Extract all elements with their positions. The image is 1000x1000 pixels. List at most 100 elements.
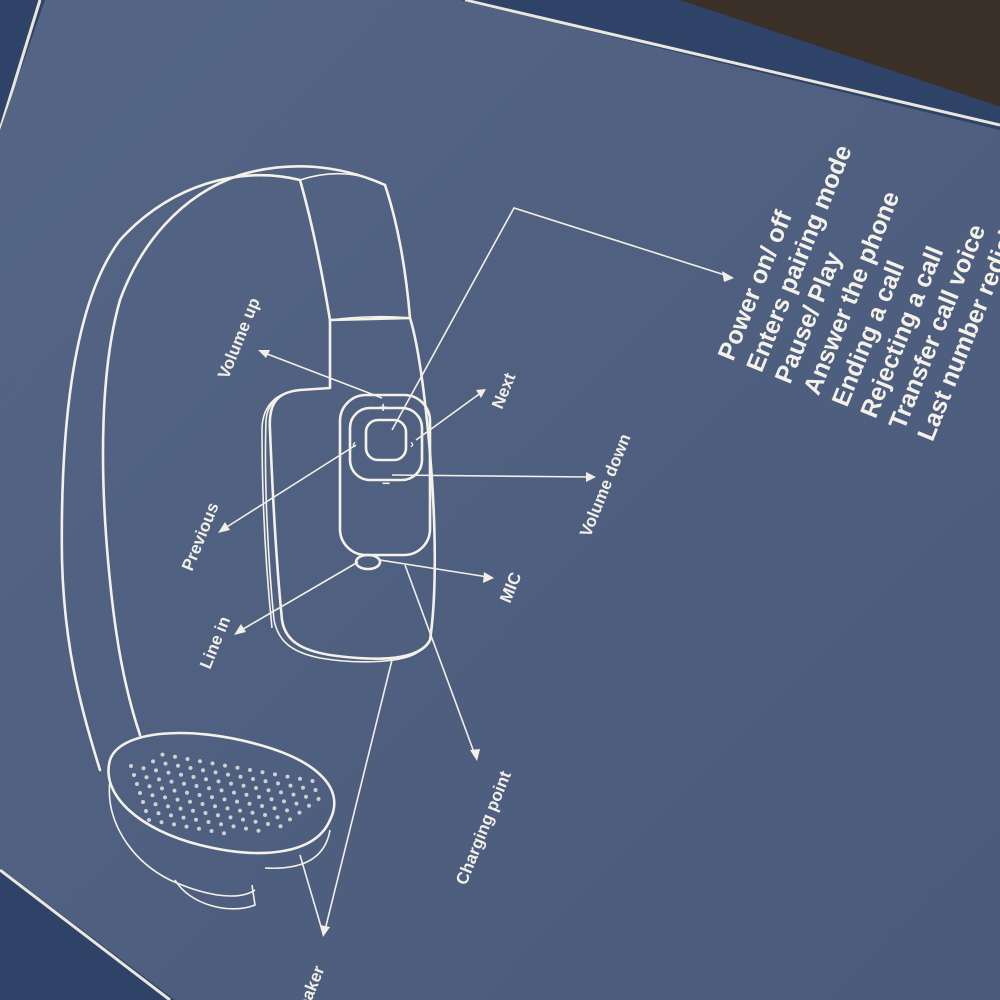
speaker-dot bbox=[301, 785, 305, 790]
speaker-dot bbox=[141, 800, 145, 804]
speaker-dot bbox=[213, 770, 218, 775]
ear-cushion-stem bbox=[174, 879, 256, 910]
speaker-dot bbox=[250, 810, 255, 815]
speaker-dot bbox=[219, 788, 224, 793]
speaker-dot bbox=[307, 803, 311, 808]
speaker-dot bbox=[275, 815, 280, 820]
line-in-port bbox=[354, 553, 382, 571]
minus-icon: − bbox=[382, 475, 390, 491]
speaker-dot bbox=[288, 817, 292, 822]
speaker-dot bbox=[175, 797, 180, 802]
speaker-dot bbox=[263, 813, 267, 817]
speaker-dot bbox=[185, 757, 190, 761]
label-previous: Previous bbox=[178, 500, 223, 574]
speaker-dot bbox=[313, 788, 318, 792]
speaker-dot bbox=[204, 777, 208, 782]
speaker-dot bbox=[304, 794, 308, 799]
speaker-dot bbox=[222, 831, 226, 836]
speaker-dot bbox=[310, 779, 315, 783]
speaker-dot bbox=[185, 790, 189, 795]
speaker-dot bbox=[235, 799, 239, 804]
speaker-dot bbox=[260, 804, 264, 808]
multifunction-button-center[interactable] bbox=[364, 418, 408, 462]
speaker-dot bbox=[191, 808, 195, 813]
speaker-dot bbox=[225, 806, 230, 811]
speaker-dot bbox=[135, 782, 139, 786]
speaker-dot bbox=[216, 779, 221, 784]
speaker-dot bbox=[179, 772, 183, 777]
speaker-dot bbox=[291, 792, 296, 797]
speaker-dot bbox=[160, 786, 164, 791]
speaker-dot bbox=[288, 783, 293, 788]
speaker-dot bbox=[297, 810, 302, 815]
speaker-dot bbox=[203, 811, 208, 815]
speaker-dot bbox=[257, 795, 261, 799]
speaker-dot bbox=[251, 777, 255, 781]
headband-outer bbox=[60, 173, 332, 772]
speaker-dot bbox=[173, 754, 177, 759]
speaker-dot bbox=[273, 772, 277, 777]
speaker-dot bbox=[219, 822, 223, 827]
label-speaker: Speaker bbox=[286, 963, 329, 1000]
speaker-dot bbox=[216, 813, 220, 818]
speaker-dot bbox=[138, 791, 142, 795]
speaker-dot bbox=[269, 797, 274, 802]
speaker-dot bbox=[159, 820, 164, 825]
speaker-dot bbox=[285, 774, 290, 779]
speaker-dot bbox=[272, 806, 277, 811]
speaker-dot bbox=[213, 804, 217, 809]
speaker-dot bbox=[238, 774, 243, 779]
speaker-dot bbox=[222, 797, 227, 802]
previous-arrow-icon: ‹ bbox=[352, 437, 356, 451]
speaker-dot bbox=[194, 784, 199, 788]
speaker-dot bbox=[154, 768, 158, 773]
speaker-dot bbox=[263, 779, 268, 784]
speaker-dot bbox=[294, 801, 299, 806]
page-edge-line-bottom bbox=[0, 868, 171, 1000]
speaker-dot bbox=[197, 793, 202, 797]
speaker-dot bbox=[166, 804, 170, 809]
speaker-dot bbox=[278, 824, 283, 829]
speaker-dot bbox=[276, 781, 280, 786]
speaker-dot bbox=[160, 752, 165, 757]
speaker-dot bbox=[231, 824, 236, 829]
speaker-dot bbox=[248, 768, 252, 772]
speaker-dot bbox=[200, 802, 205, 806]
label-volume-up: Volume up bbox=[214, 295, 264, 382]
speaker-dot bbox=[184, 824, 189, 829]
plus-icon: + bbox=[379, 399, 387, 415]
speaker-dot bbox=[129, 764, 133, 768]
speaker-dot bbox=[266, 788, 271, 793]
speaker-dot bbox=[169, 779, 174, 784]
speaker-dot bbox=[226, 772, 230, 777]
label-line-in: Line in bbox=[196, 614, 234, 672]
label-mic: MIC bbox=[496, 569, 525, 605]
speaker-dot bbox=[256, 828, 261, 833]
speaker-dot bbox=[147, 784, 152, 789]
speaker-dot bbox=[210, 795, 214, 800]
speaker-dot bbox=[209, 829, 214, 833]
speaker-dot bbox=[238, 808, 242, 813]
speaker-dot bbox=[244, 826, 248, 831]
speaker-dot bbox=[254, 786, 258, 790]
speaker-dot bbox=[241, 817, 245, 822]
speaker-dot bbox=[188, 799, 192, 804]
speaker-dot bbox=[229, 781, 233, 786]
pointer-lines bbox=[218, 207, 734, 937]
speaker-dot bbox=[147, 818, 151, 822]
speaker-dot bbox=[210, 761, 215, 766]
speaker-dot bbox=[176, 763, 180, 768]
speaker-dot bbox=[241, 783, 246, 788]
speaker-dot bbox=[201, 768, 205, 773]
multifunction-button[interactable] bbox=[348, 406, 424, 482]
speaker-dot bbox=[232, 790, 236, 795]
speaker-dot bbox=[253, 819, 258, 824]
page-edge-line-left bbox=[0, 0, 42, 131]
speaker-dot bbox=[298, 776, 302, 781]
label-charging-point: Charging point bbox=[452, 768, 515, 887]
headband-edge bbox=[299, 172, 386, 186]
speaker-dot bbox=[182, 781, 186, 786]
